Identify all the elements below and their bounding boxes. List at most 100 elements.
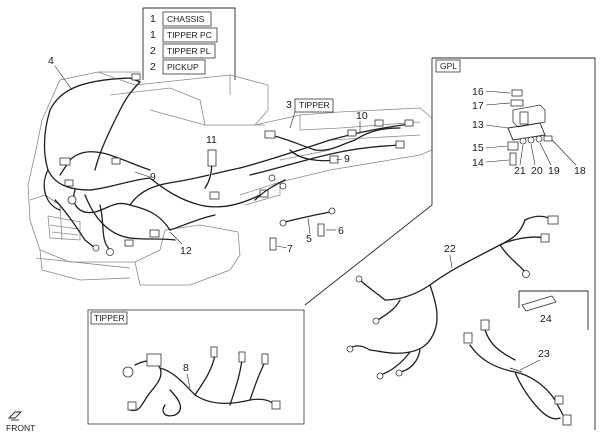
connector xyxy=(562,414,572,426)
cable-terminal xyxy=(328,207,336,215)
bolt-7 xyxy=(269,237,277,251)
connector xyxy=(376,372,384,380)
gpl-fastener xyxy=(507,141,519,151)
connector xyxy=(463,332,473,344)
connector xyxy=(279,182,287,190)
variant-legend: 1 CHASSIS 1 TIPPER PC 2 TIPPER PL 2 PICK… xyxy=(142,7,236,80)
connector xyxy=(210,346,218,358)
connector xyxy=(347,129,357,137)
legend-label-4: PICKUP xyxy=(167,62,199,72)
callout-4: 4 xyxy=(48,55,54,67)
callout-9-chassis: 9 xyxy=(344,153,350,165)
connector xyxy=(92,244,100,252)
tipper-tag: 3 TIPPER xyxy=(286,98,334,129)
connector xyxy=(149,229,160,238)
connector xyxy=(395,369,403,377)
connector xyxy=(261,353,269,365)
connector xyxy=(264,130,276,139)
gpl-harness-section: 22 24 23 xyxy=(304,204,596,430)
legend-box-2 xyxy=(162,27,218,43)
callout-9-cab: 9 xyxy=(150,171,156,183)
connector xyxy=(554,395,564,405)
connector xyxy=(209,191,220,200)
connector xyxy=(64,179,74,187)
connector xyxy=(124,239,134,247)
callout-11: 11 xyxy=(206,134,217,146)
callout-15: 15 xyxy=(472,142,484,154)
connector xyxy=(131,73,141,81)
connector xyxy=(271,400,281,410)
connector xyxy=(540,233,550,243)
legend-qty-3: 2 xyxy=(150,45,156,57)
gpl-title-box xyxy=(435,59,461,73)
tipper-panel: TIPPER 8 xyxy=(87,309,305,425)
tipper-relay xyxy=(146,353,162,367)
gpl-washer xyxy=(527,136,535,144)
callout-20: 20 xyxy=(531,165,543,177)
tipper-panel-frame xyxy=(87,309,305,425)
connector xyxy=(372,317,380,325)
connector xyxy=(522,270,530,278)
gpl-washer xyxy=(535,135,543,143)
legend-label-3: TIPPER PL xyxy=(167,46,211,56)
connector xyxy=(238,351,246,363)
connector xyxy=(111,157,121,165)
connector xyxy=(59,157,71,166)
gpl-washer xyxy=(519,137,527,145)
harness-11 xyxy=(203,148,217,190)
connector xyxy=(374,119,384,127)
callout-24: 24 xyxy=(540,313,552,325)
connector xyxy=(480,319,490,331)
bolt-6 xyxy=(317,223,325,237)
connector xyxy=(268,174,276,182)
tipper-title-box xyxy=(90,311,128,325)
connector xyxy=(395,140,405,149)
insulation-sleeve-24 xyxy=(521,295,557,312)
legend-box-1 xyxy=(162,11,212,27)
callout-12: 12 xyxy=(180,245,192,257)
connector xyxy=(207,149,217,167)
tipper-tag-box xyxy=(294,98,334,113)
connector xyxy=(346,345,354,353)
legend-qty-4: 2 xyxy=(150,61,156,73)
connector xyxy=(106,248,114,256)
gpl-screw xyxy=(509,152,517,166)
gpl-panel: GPL 16 17 13 15 14 21 20 19 18 xyxy=(431,57,596,205)
gpl-screw-small xyxy=(543,135,553,142)
callout-13: 13 xyxy=(472,119,484,131)
callout-6: 6 xyxy=(338,225,344,237)
connector xyxy=(127,401,137,411)
gpl-title: GPL xyxy=(440,61,457,71)
legend-qty-2: 1 xyxy=(150,29,156,41)
callout-14: 14 xyxy=(472,157,484,169)
legend-label-1: CHASSIS xyxy=(167,14,205,24)
gpl-valve-face xyxy=(519,111,529,125)
legend-box-3 xyxy=(162,43,216,59)
callout-22: 22 xyxy=(444,243,456,255)
legend-qty-1: 1 xyxy=(150,13,156,25)
callout-21: 21 xyxy=(514,165,526,177)
cab-harness-4 xyxy=(43,73,269,256)
tipper-switch xyxy=(122,366,134,378)
callout-23: 23 xyxy=(538,348,550,360)
connector xyxy=(329,155,339,164)
connector xyxy=(67,195,77,205)
callout-18: 18 xyxy=(574,165,586,177)
callout-5: 5 xyxy=(306,233,312,245)
chassis-harness xyxy=(239,119,414,201)
ground-cable-5 xyxy=(269,207,336,251)
callout-10: 10 xyxy=(356,110,368,122)
cable-terminal xyxy=(279,219,287,227)
connector xyxy=(259,189,269,198)
connector xyxy=(547,215,559,225)
callout-8: 8 xyxy=(183,362,189,374)
callout-17: 17 xyxy=(472,100,484,112)
cab-outline xyxy=(27,71,433,286)
callout-19: 19 xyxy=(548,165,560,177)
connector xyxy=(404,119,414,127)
callout-16: 16 xyxy=(472,86,484,98)
connector xyxy=(355,275,363,283)
tipper-tag-label: TIPPER xyxy=(299,100,330,110)
front-indicator: FRONT xyxy=(6,411,35,433)
